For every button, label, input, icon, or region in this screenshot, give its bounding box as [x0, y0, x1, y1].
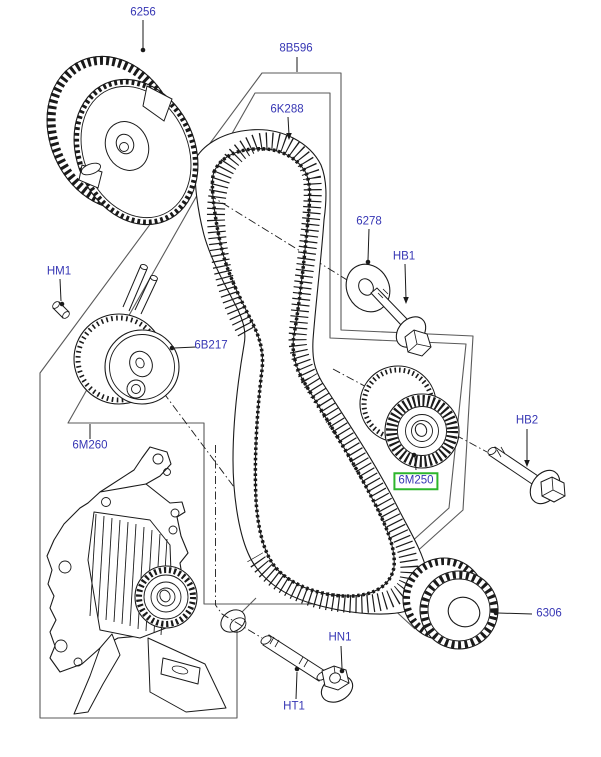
hb2-shaft	[488, 446, 542, 487]
part-label-8B596[interactable]: 8B596	[279, 42, 313, 55]
nut-hn1[interactable]	[317, 665, 357, 707]
kit-box-inner-6M260	[67, 92, 467, 630]
part-label-6M260[interactable]: 6M260	[72, 439, 108, 452]
part-label-6256[interactable]: 6256	[130, 6, 156, 19]
part-label-6K288[interactable]: 6K288	[270, 103, 304, 116]
idler-knurl	[386, 395, 458, 467]
bolt-hb1[interactable]	[370, 287, 432, 357]
part-label-6B217[interactable]: 6B217	[194, 339, 228, 352]
kit-box-outer-8B596	[39, 72, 474, 719]
hb1-hex	[404, 329, 432, 357]
crank-face-ring	[427, 578, 491, 642]
tensioner-hub	[129, 350, 153, 378]
bolt-hb2[interactable]	[487, 446, 566, 509]
camshaft-sprocket[interactable]	[23, 35, 220, 244]
leader-lines	[59, 20, 533, 700]
idler-pulley[interactable]	[359, 365, 460, 469]
part-label-HT1[interactable]: HT1	[283, 700, 305, 713]
water-pump[interactable]	[46, 446, 249, 715]
part-label-HB1[interactable]: HB1	[392, 250, 416, 263]
crank-bore	[447, 596, 481, 628]
tensioner-axis-line	[144, 367, 235, 488]
crank-teeth-front	[420, 571, 498, 649]
hn1-bore	[329, 672, 341, 684]
tensioner-front-ring	[109, 334, 175, 400]
cam-hub-bore	[115, 133, 135, 155]
pump-stud-axis-line	[215, 445, 263, 639]
part-label-HN1[interactable]: HN1	[328, 631, 352, 644]
idler-bore	[414, 423, 428, 437]
tensioner-pulley[interactable]	[73, 263, 180, 405]
part-label-HM1[interactable]: HM1	[46, 265, 72, 278]
part-label-6306[interactable]: 6306	[536, 607, 562, 620]
cam-lug-top	[80, 162, 102, 176]
tensioner-boss-bore	[131, 384, 141, 394]
idler-axis-line	[332, 368, 488, 453]
pump-hub-teeth	[136, 567, 196, 627]
part-label-HB2[interactable]: HB2	[515, 414, 539, 427]
cam-hub	[104, 121, 150, 171]
pump-leg	[73, 633, 121, 715]
tensioner-hub-bore	[135, 357, 145, 369]
cam-keyway	[119, 142, 129, 152]
stud-ht1[interactable]	[259, 634, 328, 682]
part-label-6M250-highlighted[interactable]: 6M250	[393, 472, 439, 490]
part-label-6278[interactable]: 6278	[356, 215, 382, 228]
stud-hm1[interactable]	[51, 300, 70, 319]
pump-foot	[160, 657, 201, 685]
tensioner-boss	[126, 379, 146, 399]
cam-spoke-cutout	[142, 85, 173, 122]
crankshaft-sprocket[interactable]	[402, 557, 499, 650]
